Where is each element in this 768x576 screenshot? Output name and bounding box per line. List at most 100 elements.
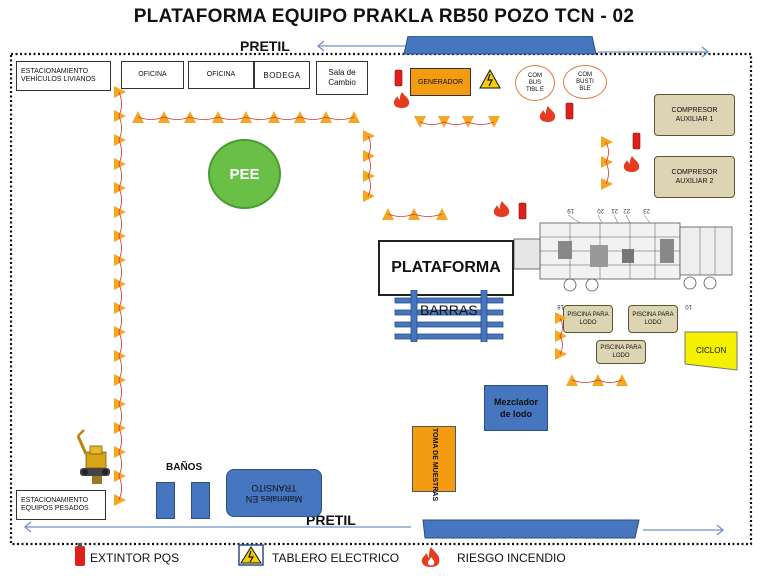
materiales-en-transito: Materiales EN TRANSITO	[226, 469, 322, 517]
fire-icon	[539, 106, 556, 122]
bano-1	[156, 482, 175, 519]
compresor-auxiliar-1-label: COMPRESOR AUXILIAR 1	[671, 107, 718, 123]
fence-segment	[118, 331, 122, 357]
cone-icon	[363, 190, 375, 202]
cone-icon	[363, 150, 375, 162]
cone-icon	[114, 470, 126, 482]
tanque-combustible-2-label: COM BUSTI BLE	[576, 71, 594, 92]
cone-icon	[114, 302, 126, 314]
fence-segment	[559, 317, 563, 337]
cone-icon	[114, 206, 126, 218]
rig-number-23: 23	[643, 207, 650, 213]
pretil-bottom-label: PRETIL	[306, 512, 356, 528]
pretil-top-label: PRETIL	[240, 38, 290, 54]
generador: GENERADOR	[410, 68, 471, 96]
cone-icon	[114, 326, 126, 338]
fence-segment	[118, 139, 122, 165]
cone-icon	[114, 110, 126, 122]
pee-zone: PEE	[208, 139, 281, 209]
legend-tablero-icon	[238, 544, 264, 566]
cone-icon	[114, 158, 126, 170]
estacionamiento-pesados-label: ESTACIONAMIENTO EQUIPOS PESADOS	[21, 497, 89, 512]
compresor-auxiliar-1: COMPRESOR AUXILIAR 1	[654, 94, 735, 136]
cone-icon	[363, 170, 375, 182]
fence-segment	[367, 175, 371, 197]
extintor-icon	[394, 69, 403, 87]
cone-icon	[555, 348, 567, 360]
piscina-lodo-3: PISCINA PARA LODO	[596, 340, 646, 364]
fence-segment	[605, 161, 609, 185]
fence-segment	[571, 379, 599, 383]
oficina-2: OFICINA	[188, 61, 254, 89]
oficina-1: OFICINA	[121, 61, 184, 89]
pee-label: PEE	[229, 165, 260, 183]
bodega-label: BODEGA	[263, 70, 301, 80]
cone-icon	[114, 398, 126, 410]
rig-number-10: 10	[685, 303, 692, 309]
mezclador-de-lodo: Mezclador de lodo	[484, 385, 548, 431]
cone-icon	[601, 136, 613, 148]
estacionamiento-livianos: ESTACIONAMIENTO VEHÍCULOS LIVIANOS	[16, 61, 111, 91]
tanque-combustible-1-label: COM BUS TIBL E	[525, 72, 545, 93]
ciclon-shape	[684, 331, 738, 371]
rig-drawing: 19 20 21 22 23 10 18	[510, 205, 742, 310]
cone-icon	[114, 134, 126, 146]
fence-segment	[137, 116, 165, 120]
estacionamiento-pesados: ESTACIONAMIENTO EQUIPOS PESADOS	[16, 490, 106, 520]
ciclon-label: CICLON	[696, 346, 727, 355]
fence-segment	[118, 355, 122, 381]
fence-segment	[273, 116, 301, 120]
rig-number-20: 20	[597, 207, 604, 213]
sala-de-cambio: Sala de Cambio	[316, 61, 368, 95]
lightning-icon	[487, 73, 493, 87]
fence-segment	[118, 235, 122, 261]
rig-number-19: 19	[567, 207, 574, 213]
fence-segment	[419, 121, 445, 125]
cone-icon	[114, 422, 126, 434]
fence-segment	[118, 163, 122, 189]
legend-riesgo-icon	[421, 547, 440, 567]
fence-segment	[118, 475, 122, 501]
legend-tablero-label: TABLERO ELECTRICO	[272, 551, 400, 565]
cone-icon	[114, 86, 126, 98]
fire-icon	[623, 156, 640, 172]
mezclador-de-lodo-label: Mezclador de lodo	[493, 397, 538, 419]
plataforma-label: PLATAFORMA	[391, 259, 501, 276]
legend-extintor-icon	[75, 543, 85, 566]
bano-2	[191, 482, 210, 519]
fence-segment	[559, 335, 563, 355]
fence-segment	[118, 187, 122, 213]
estacionamiento-livianos-label: ESTACIONAMIENTO VEHÍCULOS LIVIANOS	[21, 68, 96, 83]
cone-icon	[601, 178, 613, 190]
legend-extintor-label: EXTINTOR PQS	[90, 551, 180, 565]
pretil-bottom-arrows	[23, 519, 725, 539]
fence-segment	[118, 283, 122, 309]
fence-segment	[325, 116, 355, 120]
banos-label: BAÑOS	[166, 462, 203, 473]
cone-icon	[363, 130, 375, 142]
fire-icon	[393, 92, 410, 108]
cone-icon	[114, 374, 126, 386]
cone-icon	[114, 446, 126, 458]
fence-segment	[367, 155, 371, 177]
tanque-combustible-1: COM BUS TIBL E	[515, 65, 555, 101]
piscina-lodo-2: PISCINA PARA LODO	[628, 305, 678, 333]
rig-number-18: 18	[557, 303, 564, 309]
fence-segment	[118, 211, 122, 237]
cone-icon	[114, 182, 126, 194]
piscina-lodo-2-label: PISCINA PARA LODO	[632, 312, 674, 326]
cone-icon	[555, 312, 567, 324]
pretil-top-arrows	[316, 36, 710, 58]
barras-rack	[394, 290, 504, 342]
fence-segment	[367, 135, 371, 157]
extintor-icon	[632, 132, 641, 150]
generador-label: GENERADOR	[417, 78, 464, 86]
fence-segment	[118, 451, 122, 477]
legend-riesgo-label: RIESGO INCENDIO	[457, 551, 566, 565]
fence-segment	[189, 116, 219, 120]
cone-icon	[114, 350, 126, 362]
sala-de-cambio-label: Sala de Cambio	[328, 68, 356, 87]
fence-segment	[163, 116, 191, 120]
fence-segment	[118, 115, 122, 141]
